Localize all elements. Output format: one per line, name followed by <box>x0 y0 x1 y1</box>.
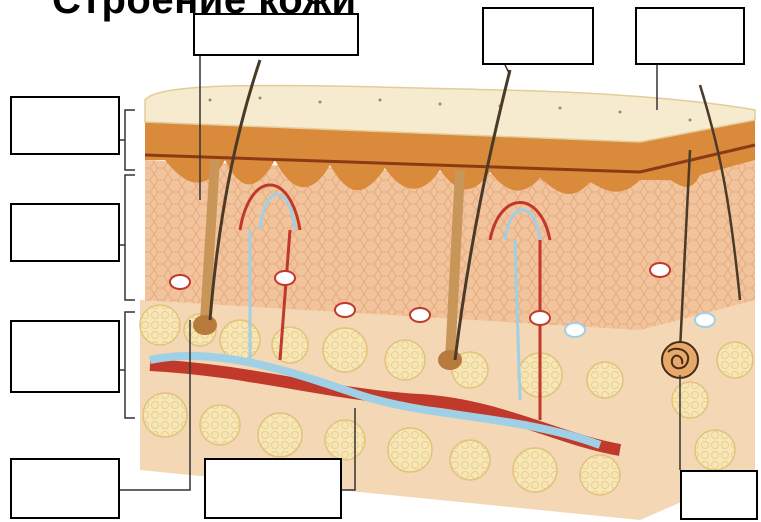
layer-brackets <box>120 110 135 418</box>
label-box-dermis[interactable] <box>10 203 120 262</box>
label-box-epidermis[interactable] <box>10 96 120 155</box>
label-box-hair-follicle[interactable] <box>10 458 120 519</box>
label-box-hypodermis[interactable] <box>10 320 120 393</box>
label-box-sweat-gland[interactable] <box>680 470 758 520</box>
label-box-hair-on-surface[interactable] <box>482 7 594 65</box>
label-box-hair-shaft[interactable] <box>193 13 359 56</box>
label-box-blood-vessels[interactable] <box>204 458 342 519</box>
label-box-stratum-corneum[interactable] <box>635 7 745 65</box>
sweat-gland-coil <box>662 342 698 378</box>
